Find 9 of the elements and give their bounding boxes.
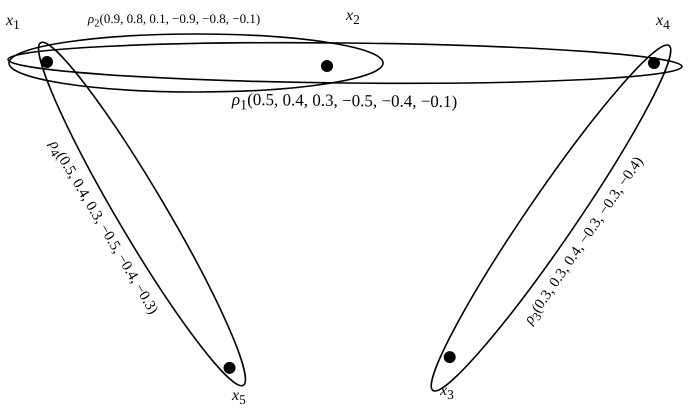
- weight-label: ρ$_{1}$(0.5, 0.4, 0.3, −0.5, −0.4, −0.1): [232, 90, 458, 115]
- weight-label: ρ$_{2}$(0.9, 0.8, 0.1, −0.9, −0.8, −0.1): [88, 12, 260, 30]
- vertex-label: x$_{4}$: [656, 13, 670, 32]
- vertex-dot: [648, 57, 660, 69]
- vertex-label: x$_{5}$: [232, 388, 246, 407]
- vertex-label: x$_{2}$: [346, 8, 360, 27]
- vertex-dot: [41, 56, 53, 68]
- vertex-dot: [321, 60, 333, 72]
- vertex-label: x$_{1}$: [6, 13, 20, 32]
